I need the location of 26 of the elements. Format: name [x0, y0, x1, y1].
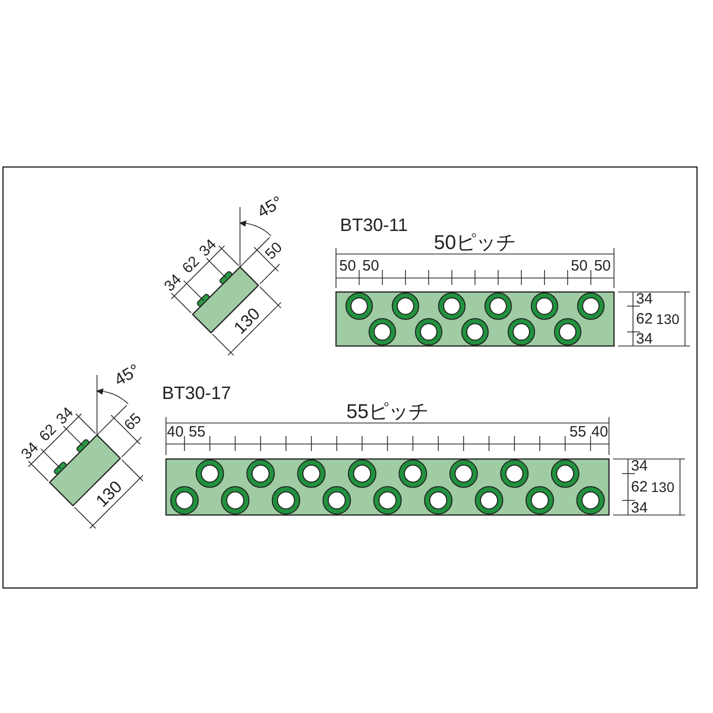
dimension-label: 34: [631, 500, 648, 516]
dimension-label: 130: [656, 312, 680, 326]
dimension-label: 62: [631, 480, 648, 494]
dimension-label: 34: [631, 458, 648, 474]
dimension-label: 62: [636, 312, 653, 326]
angle-label: 45°: [112, 361, 142, 389]
model-label: BT30-17: [162, 384, 232, 402]
dimension-label: 130: [230, 305, 263, 338]
dimension-label: 50: [570, 258, 588, 274]
dimension-label: 40: [591, 424, 608, 440]
dimension-label: 50: [594, 258, 611, 274]
dimension-label: 34: [636, 292, 653, 307]
dimension-label: 50: [339, 258, 356, 274]
dimension-label: 34: [636, 331, 653, 346]
pitch-label: 55ピッチ: [346, 402, 429, 422]
angle-label: 45°: [254, 193, 286, 221]
dimension-label: 40: [166, 424, 184, 440]
dimension-label: 55: [570, 424, 586, 440]
model-label: BT30-11: [340, 216, 408, 234]
pitch-label: 50ピッチ: [434, 233, 516, 253]
dimension-label: 130: [651, 480, 674, 494]
dimension-label: 50: [262, 240, 286, 263]
dimension-label: 50: [362, 258, 380, 274]
dimension-label: 130: [92, 478, 125, 510]
dimension-label: 55: [188, 424, 206, 440]
dimension-label: 65: [122, 410, 145, 434]
